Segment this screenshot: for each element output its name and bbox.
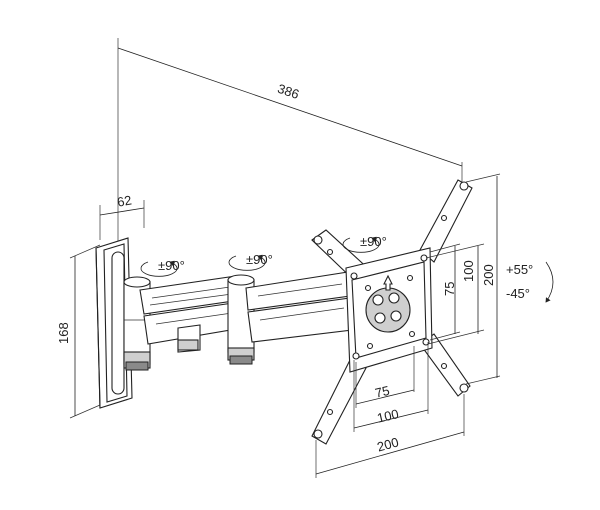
plate-depth-label: 62 — [116, 192, 133, 209]
plate-depth-dimension: 62 — [99, 192, 145, 240]
vesa-v-inner-label: 75 — [442, 282, 457, 296]
vesa-horizontal-dimensions: 75 100 200 — [315, 342, 465, 478]
vesa-h-inner-label: 75 — [374, 383, 391, 401]
vesa-vertical-dimensions: 75 100 200 — [425, 173, 501, 385]
rotation-indicator-head: ±90° — [342, 234, 387, 253]
vesa-v-mid-label: 100 — [461, 260, 476, 282]
tilt-down-label: -45° — [506, 286, 530, 301]
arm-1 — [139, 275, 243, 353]
rotation-indicator-2: ±90° — [228, 252, 273, 271]
vesa-h-outer-label: 200 — [375, 434, 400, 454]
reach-label: 386 — [276, 81, 301, 102]
plate-height-label: 168 — [56, 322, 71, 344]
vesa-bracket — [311, 179, 473, 445]
rotation-head-label: ±90° — [360, 234, 387, 249]
tilt-up-label: +55° — [506, 262, 533, 277]
vesa-v-outer-label: 200 — [481, 264, 496, 286]
reach-dimension: 386 — [117, 38, 463, 245]
arm-2 — [245, 271, 353, 343]
rotation-2-label: ±90° — [246, 252, 273, 267]
rotation-indicator-1: ±90° — [140, 258, 185, 277]
plate-height-dimension: 168 — [56, 244, 101, 419]
tilt-indicator: +55° -45° — [506, 261, 554, 303]
vesa-h-mid-label: 100 — [376, 406, 401, 425]
rotation-1-label: ±90° — [158, 258, 185, 273]
wall-plate — [95, 237, 133, 409]
